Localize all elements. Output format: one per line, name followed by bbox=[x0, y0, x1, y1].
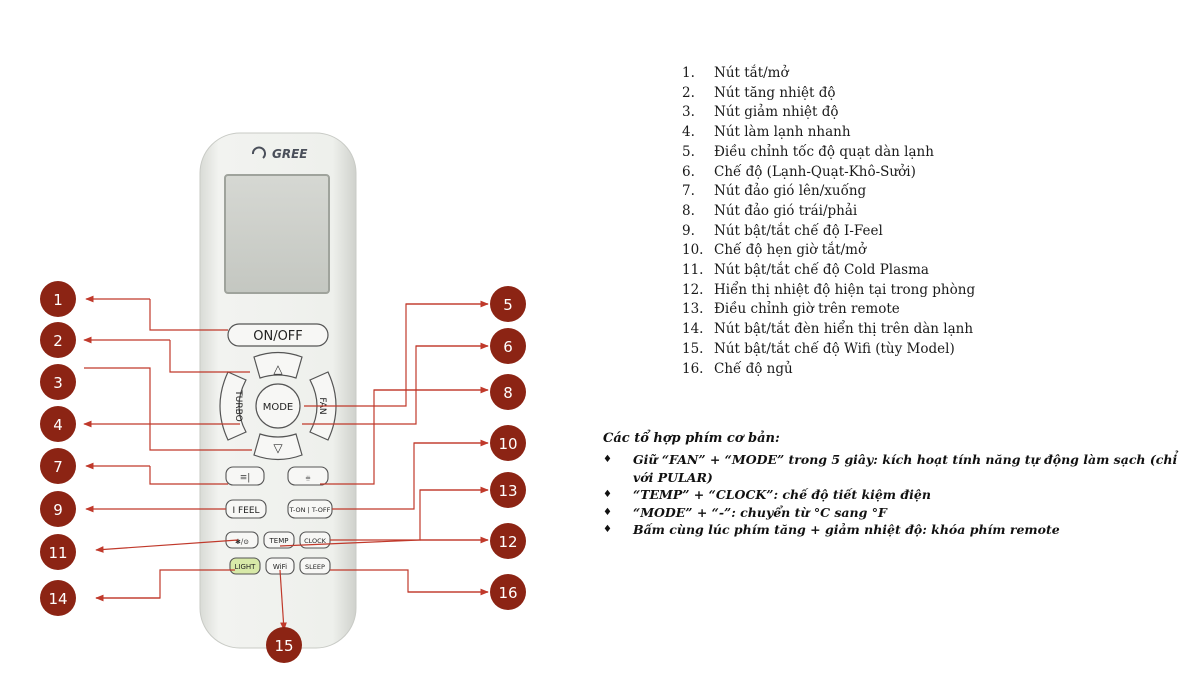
callout-6-label: 6 bbox=[503, 338, 513, 356]
bullet-icon: ♦ bbox=[603, 506, 612, 518]
callouts: 1 2 3 4 5 6 7 8 9 10 11 12 13 14 15 16 bbox=[40, 281, 526, 663]
callout-16-label: 16 bbox=[498, 584, 517, 602]
cold-plasma-icon: ✱/⊙ bbox=[235, 538, 249, 546]
clock-label: CLOCK bbox=[304, 537, 327, 545]
temp-up-button[interactable] bbox=[253, 351, 303, 379]
bullet-icon: ♦ bbox=[603, 454, 612, 465]
legend-item: 16.Chế độ ngủ bbox=[682, 360, 793, 377]
callout-2 bbox=[40, 322, 76, 358]
callout-12-label: 12 bbox=[498, 533, 517, 551]
callout-16 bbox=[490, 574, 526, 610]
leader-1 bbox=[149, 299, 228, 331]
light-button[interactable] bbox=[229, 557, 261, 575]
callout-11 bbox=[40, 534, 76, 570]
callout-3 bbox=[40, 364, 76, 400]
combo-item: ♦Giữ “FAN” + “MODE” trong 5 giây: kích h… bbox=[603, 452, 1178, 485]
callout-13 bbox=[490, 472, 526, 508]
leader-7 bbox=[149, 466, 228, 485]
sleep-label: SLEEP bbox=[305, 563, 325, 571]
legend-item: 3.Nút giảm nhiệt độ bbox=[682, 104, 839, 121]
legend-item: 6.Chế độ (Lạnh-Quạt-Khô-Sưởi) bbox=[682, 163, 916, 180]
callout-15-label: 15 bbox=[274, 637, 293, 655]
legend-item: 14.Nút bật/tắt đèn hiển thị trên dàn lạn… bbox=[682, 321, 974, 338]
leader-2 bbox=[169, 340, 250, 373]
cold-plasma-button[interactable] bbox=[225, 531, 259, 549]
ifeel-label: I FEEL bbox=[232, 506, 259, 516]
callout-12 bbox=[490, 523, 526, 559]
brand-logo-icon bbox=[252, 146, 266, 159]
leader-lines bbox=[83, 295, 489, 631]
temp-up-icon: △ bbox=[273, 362, 283, 376]
combo-item: ♦“MODE” + “-”: chuyển từ °C sang °F bbox=[603, 504, 887, 520]
callout-10 bbox=[490, 425, 526, 461]
legend-item: 1.Nút tắt/mở bbox=[682, 65, 789, 81]
legend-item: 11.Nút bật/tắt chế độ Cold Plasma bbox=[682, 262, 929, 279]
legend-item: 15.Nút bật/tắt chế độ Wifi (tùy Model) bbox=[682, 340, 955, 357]
combo-list: ♦Giữ “FAN” + “MODE” trong 5 giây: kích h… bbox=[603, 451, 1178, 539]
temp-down-button[interactable] bbox=[253, 433, 303, 461]
callout-9-label: 9 bbox=[53, 501, 63, 519]
swing-horizontal-icon: ⩷ bbox=[305, 473, 310, 483]
turbo-label: TURBO bbox=[233, 389, 243, 421]
callout-4 bbox=[40, 406, 76, 442]
temp-down-icon: ▽ bbox=[273, 441, 283, 455]
dpad: △ ▽ TURBO FAN MODE bbox=[219, 351, 337, 461]
swing-vertical-icon: ≡| bbox=[240, 473, 251, 483]
brand-logo: GREE bbox=[272, 147, 308, 161]
legend-item: 7.Nút đảo gió lên/xuống bbox=[682, 183, 867, 200]
callout-7 bbox=[40, 448, 76, 484]
callout-3-label: 3 bbox=[53, 374, 63, 392]
callout-11-label: 11 bbox=[48, 544, 67, 562]
combo-item: ♦Bấm cùng lúc phím tăng + giảm nhiệt độ:… bbox=[603, 522, 1060, 537]
mode-button[interactable] bbox=[255, 383, 301, 429]
callout-8-label: 8 bbox=[503, 384, 513, 402]
wifi-label: WiFi bbox=[273, 563, 287, 571]
timer-label: T-ON | T-OFF bbox=[289, 506, 331, 514]
callout-1-label: 1 bbox=[53, 291, 63, 309]
button-legend: 1.Nút tắt/mở 2.Nút tăng nhiệt độ 3.Nút g… bbox=[682, 64, 975, 379]
legend-item: 13.Điều chỉnh giờ trên remote bbox=[682, 301, 900, 318]
temp-button[interactable] bbox=[263, 531, 295, 549]
callout-5-label: 5 bbox=[503, 296, 513, 314]
leader-3 bbox=[84, 367, 252, 451]
legend-item: 4.Nút làm lạnh nhanh bbox=[682, 124, 851, 141]
callout-6 bbox=[490, 328, 526, 364]
on-off-label: ON/OFF bbox=[253, 329, 303, 344]
legend-item: 5.Điều chỉnh tốc độ quạt dàn lạnh bbox=[682, 143, 934, 160]
callout-5 bbox=[490, 286, 526, 322]
bullet-icon: ♦ bbox=[603, 524, 612, 535]
light-label: LIGHT bbox=[235, 563, 257, 571]
temp-label: TEMP bbox=[269, 537, 289, 545]
remote-buttons: ON/OFF △ ▽ TURBO FAN MODE ≡| ⩷ I FEEL T-… bbox=[219, 323, 337, 575]
leader-15 bbox=[279, 569, 287, 631]
callout-9 bbox=[40, 491, 76, 527]
leader-11 bbox=[95, 539, 239, 553]
swing-horizontal-button[interactable] bbox=[287, 466, 329, 486]
callout-8 bbox=[490, 374, 526, 410]
legend-item: 12.Hiển thị nhiệt độ hiện tại trong phòn… bbox=[682, 281, 976, 298]
callout-1 bbox=[40, 281, 76, 317]
legend-item: 8.Nút đảo gió trái/phải bbox=[682, 202, 858, 219]
callout-4-label: 4 bbox=[53, 416, 63, 434]
callout-7-label: 7 bbox=[53, 458, 63, 476]
legend-item: 2.Nút tăng nhiệt độ bbox=[682, 84, 836, 101]
bullet-icon: ♦ bbox=[603, 489, 612, 500]
lcd-screen bbox=[224, 174, 330, 294]
callout-10-label: 10 bbox=[498, 435, 517, 453]
callout-13-label: 13 bbox=[498, 482, 517, 500]
mode-label: MODE bbox=[263, 402, 294, 413]
callout-15 bbox=[266, 627, 302, 663]
combo-title: Các tổ hợp phím cơ bản: bbox=[603, 431, 780, 446]
sleep-button[interactable] bbox=[299, 557, 331, 575]
callout-2-label: 2 bbox=[53, 332, 63, 350]
callout-14-label: 14 bbox=[48, 590, 67, 608]
on-off-button[interactable] bbox=[227, 323, 329, 347]
swing-vertical-button[interactable] bbox=[225, 466, 265, 486]
turbo-button[interactable] bbox=[219, 371, 247, 441]
callout-14 bbox=[40, 580, 76, 616]
legend-item: 10.Chế độ hẹn giờ tắt/mở bbox=[682, 242, 867, 259]
combo-item: ♦“TEMP” + “CLOCK”: chế độ tiết kiệm điện bbox=[603, 487, 931, 502]
legend-item: 9.Nút bật/tắt chế độ I-Feel bbox=[682, 222, 883, 239]
